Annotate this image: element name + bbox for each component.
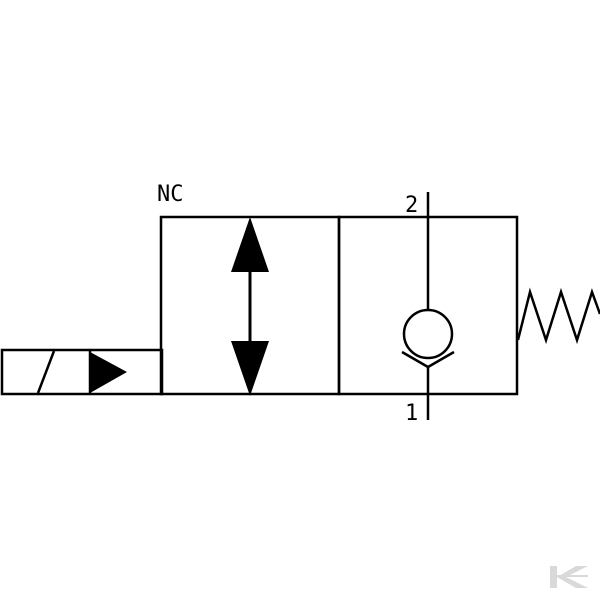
spring-icon [516,287,600,345]
solenoid-icon [0,348,164,396]
bidirectional-arrow-icon [231,217,269,396]
check-valve-icon [401,192,455,420]
valve-type-label: NC [157,182,184,207]
valve-body [159,215,519,396]
k-logo-icon [550,566,588,588]
port-outlet-label: 2 [405,193,418,218]
port-inlet-label: 1 [405,401,418,426]
